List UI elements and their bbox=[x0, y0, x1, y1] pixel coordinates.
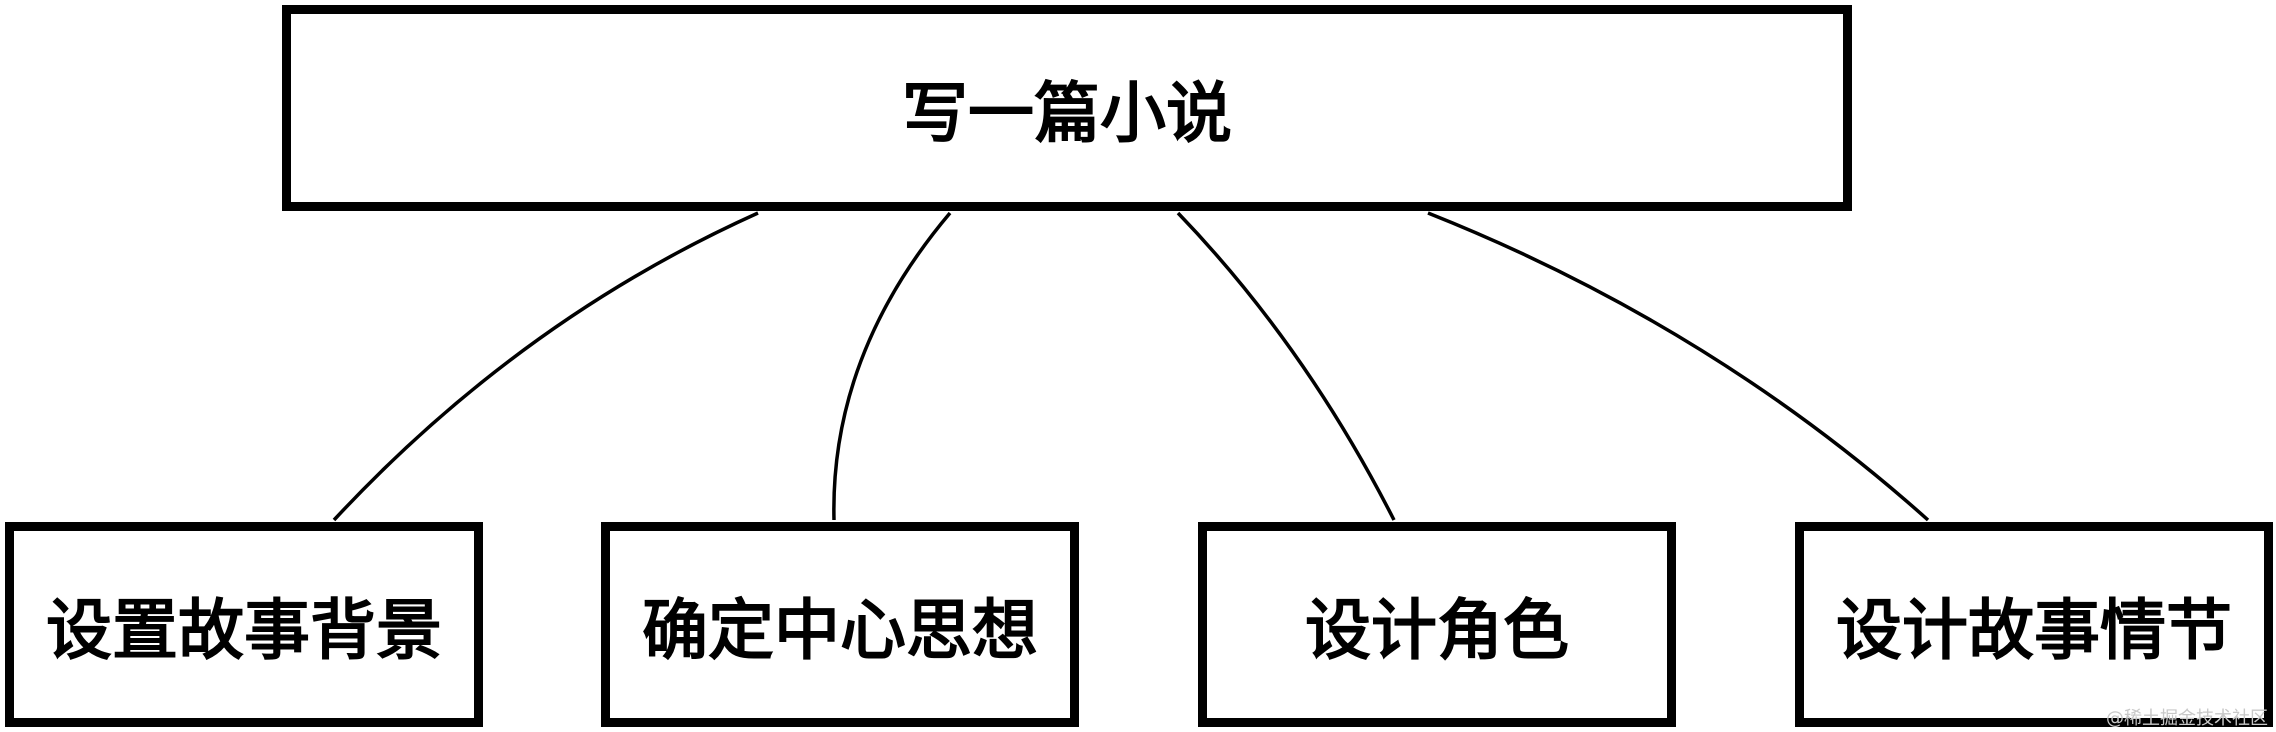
connector-root-to-plot bbox=[1427, 211, 1930, 522]
connector-root-to-theme bbox=[832, 211, 952, 521]
child-node-setting: 设置故事背景 bbox=[5, 522, 483, 727]
child-node-label: 设置故事背景 bbox=[46, 591, 442, 669]
child-node-characters: 设计角色 bbox=[1198, 522, 1676, 727]
child-node-label: 确定中心思想 bbox=[642, 591, 1038, 669]
child-node-label: 设计故事情节 bbox=[1836, 591, 2232, 669]
child-node-label: 设计角色 bbox=[1305, 591, 1569, 669]
watermark-text: @稀土掘金技术社区 bbox=[2106, 708, 2268, 729]
connector-root-to-setting bbox=[332, 211, 759, 522]
child-node-theme: 确定中心思想 bbox=[601, 522, 1079, 727]
root-node-label: 写一篇小说 bbox=[902, 75, 1232, 152]
child-node-plot: 设计故事情节 bbox=[1795, 522, 2273, 727]
connector-root-to-characters bbox=[1176, 211, 1396, 521]
root-node: 写一篇小说 bbox=[282, 5, 1852, 211]
